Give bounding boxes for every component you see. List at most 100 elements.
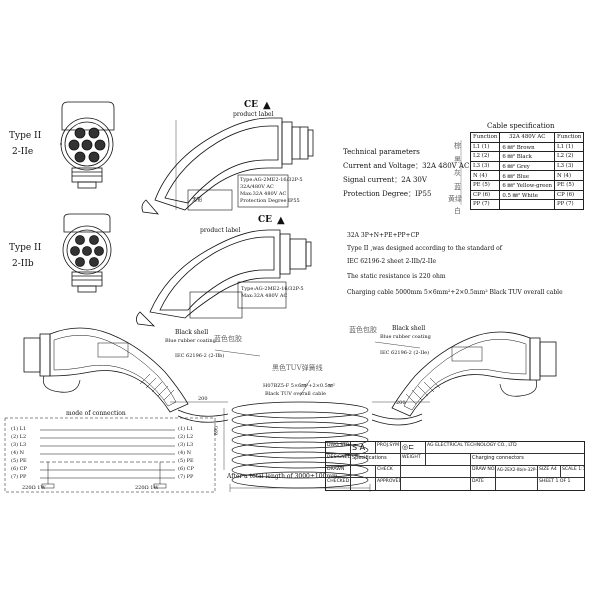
- conn-right-l1: (1) L1: [178, 426, 194, 432]
- product-label-line: Max:32A 480V AC: [240, 191, 287, 197]
- front-view-2iie: [60, 101, 115, 189]
- spec-cell: L1 (1): [554, 141, 585, 153]
- cable-desc: Black TUV overall cable: [265, 391, 326, 397]
- spec-cell: CP (6): [554, 189, 585, 201]
- black-shell-left: Black shell: [175, 329, 209, 336]
- spec-cell: L1 (1): [469, 141, 501, 153]
- color-cn-white: 白: [454, 207, 461, 215]
- side-view-2iie: [141, 117, 314, 215]
- blue-coating-left: Blue rubber coating: [165, 338, 216, 344]
- header-function-left: Function: [469, 132, 501, 143]
- color-cn-grey: 灰: [454, 169, 461, 177]
- product-label-top: product label: [233, 111, 274, 118]
- conn-right-cp: (6) CP: [178, 466, 194, 472]
- resistor-right: 220Ω 1W: [135, 485, 159, 491]
- note-cable: Charging cable 5000mm 5×6mm²+2×0.5mm² Bl…: [347, 289, 563, 296]
- note-design: Type II ,was designed according to the s…: [347, 245, 502, 252]
- conn-right-pe: (5) PE: [178, 458, 194, 464]
- product-label-mid: product label: [200, 227, 241, 234]
- table-row: PP (7)PP (7): [469, 199, 585, 210]
- product-label-line: Type:AG-2ME2-16/32P-5: [240, 177, 303, 183]
- total-length: After a total length of 3000±100mm: [227, 473, 338, 480]
- spec-cell: L3 (3): [469, 160, 501, 172]
- date-value: [496, 478, 538, 490]
- spec-cell: N (4): [469, 170, 501, 181]
- side-view-2iib: [136, 229, 312, 327]
- header-function-right: Function: [554, 132, 585, 143]
- size-label: SIZE A4: [538, 466, 561, 478]
- product-name: Charging connectors: [471, 454, 584, 466]
- color-cn-brown: 棕: [454, 142, 461, 150]
- ce-mark-icon: CE: [258, 215, 273, 225]
- dim-200-left: 200: [198, 396, 208, 402]
- dim-200-right: 200: [396, 400, 406, 406]
- check-value: [401, 466, 471, 478]
- spec-cell: N (4): [554, 170, 585, 181]
- coiled-cable: [177, 401, 423, 489]
- spec-cell: PP (7): [469, 199, 501, 210]
- conn-left-pp: (7) PP: [11, 474, 27, 480]
- blue-coating-right: Blue rubber coating: [380, 334, 431, 340]
- color-cn-black: 黑: [454, 156, 461, 164]
- conn-left-n: (4) N: [11, 450, 25, 456]
- iec-right-label: IEC 62196-2 (2-IIe): [380, 350, 430, 356]
- note-config: 32A 3P+N+PE+PP+CP: [347, 232, 420, 239]
- header-cable-rating: 32A 480V AC: [499, 132, 556, 143]
- color-cn-blue: 蓝: [454, 183, 461, 191]
- front-view-2iib: [62, 213, 112, 293]
- designed-label: DESIGNED: [326, 454, 351, 466]
- spec-cell: L2 (2): [554, 151, 585, 162]
- note-standard: IEC 62196-2 sheet 2-IIb/2-IIe: [347, 258, 437, 265]
- connection-wiring: [4, 417, 216, 493]
- checked-label: CHECKED: [326, 478, 351, 490]
- dwg-std-label: DWG STD: [326, 442, 351, 454]
- product-label-line: Type:AG-2ME2-16/32P-5: [241, 286, 304, 292]
- product-label-line: 32A/480V AC: [240, 184, 274, 190]
- conn-right-n: (4) N: [178, 450, 192, 456]
- proj-sym-label: PROJ.SYM: [376, 442, 401, 454]
- type-iib-sub-label: 2-IIb: [12, 259, 34, 269]
- conn-left-pe: (5) PE: [11, 458, 27, 464]
- dimension-lines: [170, 341, 430, 492]
- conn-left-l1: (1) L1: [11, 426, 27, 432]
- spec-cell: 6 ㎜² Grey: [499, 160, 556, 172]
- resistor-left: 220Ω 1W: [22, 485, 46, 491]
- drawn-label: DRAWN: [326, 466, 351, 478]
- cable-spec-table: Function 32A 480V AC Function L1 (1)6 ㎜²…: [469, 132, 585, 210]
- draw-no-value: AG-2EX2-IIb/e-32P-3: [496, 466, 538, 478]
- spec-cell: 6 ㎜² Yellow-green: [499, 179, 556, 191]
- weight-label: WEIGHT: [401, 454, 426, 466]
- tech-signal-current: Signal current：2A 30V: [343, 176, 427, 184]
- blue-coating-cn-right: 蓝色包胶: [349, 326, 377, 334]
- checked-value: [351, 478, 376, 490]
- spec-cell: PE (5): [469, 179, 501, 191]
- warning-triangle-icon: ▲: [263, 100, 271, 111]
- drawn-value: [351, 466, 376, 478]
- spec-cell: L2 (2): [469, 151, 501, 162]
- approved-value: [401, 478, 471, 490]
- spec-cell: PE (5): [554, 179, 585, 191]
- spec-cell: 0.5 ㎜² White: [499, 189, 556, 201]
- spec-cell: 6 ㎜² Black: [499, 151, 556, 162]
- warning-triangle-icon: ▲: [277, 215, 285, 226]
- iec-left-label: IEC 62196-2 (2-IIb): [175, 353, 225, 359]
- color-cn-yellowgreen: 黄绿: [448, 195, 462, 203]
- draw-no-label: DRAW NO.: [471, 466, 496, 478]
- type-iie-label: Type II: [9, 131, 42, 141]
- date-label: DATE: [471, 478, 496, 490]
- type-iib-label: Type II: [9, 243, 42, 253]
- spec-cell: L3 (3): [554, 160, 585, 172]
- sa-mark: S A: [351, 442, 376, 454]
- lower-right-connector: [391, 331, 557, 417]
- conn-right-l2: (2) L2: [178, 434, 194, 440]
- blue-coating-cn-left: 蓝色包胶: [214, 335, 242, 343]
- conn-right-pp: (7) PP: [178, 474, 194, 480]
- cable-code: H07BZ5-F 5×6㎜²+2×0.5㎜²: [263, 383, 335, 389]
- table-row: Function 32A 480V AC Function: [469, 132, 585, 143]
- cable-spec-title: Cable specification: [487, 122, 555, 130]
